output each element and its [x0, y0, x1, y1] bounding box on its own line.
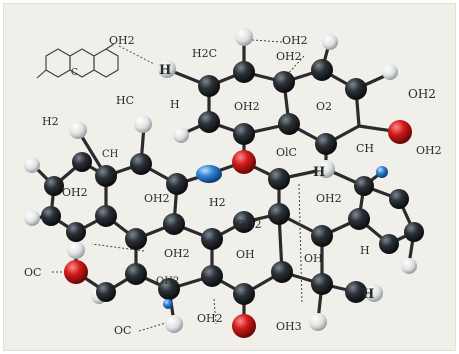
label-oh2-right: OH2 [408, 87, 436, 101]
label-h-left: H [159, 63, 171, 78]
label-oh2-lower: OH2 [156, 276, 179, 287]
label-oh2-mid-left: OH2 [144, 192, 170, 205]
atom-labels: OH2 H2C OH2 H H HC OH2 O2 OH2 H2 CH OlC … [24, 34, 442, 337]
label-oh3: OH3 [276, 320, 302, 333]
label-oh-right: OH [304, 252, 323, 265]
label-h-bottom-right: H [362, 287, 374, 302]
label-oc-bottom: OC [114, 324, 131, 337]
label-ch-right: CH [356, 142, 374, 155]
label-oh2-sketch: OH2 [109, 34, 135, 47]
label-h-center: H [313, 165, 325, 180]
label-h2c-top: H2C [192, 47, 217, 60]
label-h2-mid: H2 [209, 196, 226, 209]
label-oh2-mid-right: OH2 [316, 192, 342, 205]
label-h-upper: H [170, 98, 180, 111]
label-o2: O2 [316, 100, 332, 113]
label-hc: HC [116, 94, 134, 107]
label-oh-center: OH [236, 248, 255, 261]
label-oh2-far-right: OH2 [416, 144, 442, 157]
molecule-illustration: OH2 C [24, 28, 442, 338]
label-oh2-lower-left: OH2 [164, 247, 190, 260]
carbon-atoms [41, 59, 424, 305]
hydrogen-atoms [24, 28, 417, 333]
label-olc: OlC [276, 146, 297, 159]
label-h-right: H [360, 244, 370, 257]
label-h2-left: H2 [42, 115, 59, 128]
label-oc-left: OC [24, 266, 41, 279]
label-ch-left: CH [102, 149, 119, 160]
illustration-frame: OH2 C [3, 3, 456, 351]
label-oh2-bottom: OH2 [197, 312, 223, 325]
hetero-atoms [64, 120, 412, 338]
label-oh2-benzene: OH2 [62, 186, 88, 199]
label-oh2-center-top: OH2 [234, 100, 260, 113]
label-oh2-center: OH2 [236, 218, 262, 231]
label-oh2-upper: OH2 [276, 50, 302, 63]
skeletal-sketch [36, 43, 119, 79]
label-oh2-top: OH2 [282, 34, 308, 47]
label-c-sketch: C [71, 68, 78, 78]
